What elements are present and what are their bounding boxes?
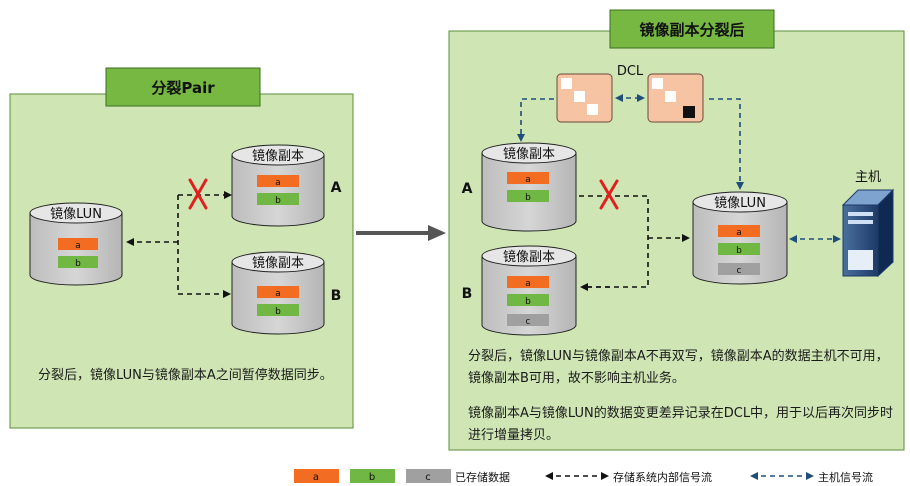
svg-text:b: b: [275, 196, 281, 206]
left-letter-b: B: [331, 288, 342, 304]
left-lun-block-a: [58, 238, 98, 250]
left-letter-a: A: [331, 180, 342, 196]
legend-block-c: [406, 469, 451, 483]
svg-text:c: c: [737, 266, 742, 276]
dcl-label: DCL: [617, 64, 644, 79]
svg-text:b: b: [736, 246, 742, 256]
legend-internal-signal: 存储系统内部信号流: [613, 470, 712, 484]
svg-text:a: a: [525, 175, 531, 185]
right-mirror-lun: 镜像LUN a b c: [692, 191, 788, 285]
left-mirror-lun: 镜像LUN a b: [29, 202, 123, 286]
left-mirror-copy-b: 镜像副本 a b: [231, 251, 325, 335]
svg-text:a: a: [525, 279, 531, 289]
right-copy-b-label: 镜像副本: [503, 250, 555, 265]
left-copy-b-block-a: [257, 286, 299, 298]
right-lun-label: 镜像LUN: [714, 196, 766, 211]
left-copy-a-block-b: [257, 193, 299, 205]
svg-text:c: c: [526, 317, 531, 327]
right-copy-a-block-b: [507, 190, 549, 202]
left-mirror-copy-a: 镜像副本 a b: [231, 144, 325, 227]
right-mirror-copy-b: 镜像副本 a b c: [481, 245, 577, 336]
right-split-cross-icon: [599, 179, 619, 210]
dcl-box-1: [556, 73, 613, 123]
svg-text:b: b: [369, 472, 375, 483]
right-lun-block-c: [718, 263, 760, 275]
right-lun-block-b: [718, 243, 760, 255]
right-copy-b-block-c: [507, 314, 549, 326]
svg-text:a: a: [313, 472, 319, 483]
svg-text:b: b: [525, 193, 531, 203]
svg-text:a: a: [736, 228, 742, 238]
host-signal-arrows: [517, 94, 841, 243]
right-copy-b-block-b: [507, 294, 549, 306]
right-panel-description-2: 镜像副本A与镜像LUN的数据变更差异记录在DCL中，用于以后再次同步时进行增量拷…: [468, 406, 894, 443]
legend-host-signal: 主机信号流: [818, 470, 873, 484]
right-mirror-copy-a: 镜像副本 a b: [481, 142, 577, 232]
svg-text:c: c: [425, 472, 431, 483]
left-lun-block-b: [58, 256, 98, 268]
left-copy-b-block-b: [257, 304, 299, 316]
svg-text:a: a: [275, 178, 281, 188]
legend: a b c 已存储数据 存储系统内部信号流 主机信号流: [294, 469, 873, 484]
right-letter-a: A: [462, 181, 473, 197]
legend-stored-data: 已存储数据: [455, 470, 510, 484]
left-lun-label: 镜像LUN: [50, 207, 102, 222]
left-panel-title-box: [105, 67, 261, 107]
right-panel-title-box: [609, 9, 775, 49]
left-copy-a-label: 镜像副本: [252, 149, 304, 164]
left-split-cross-icon: [188, 178, 208, 210]
left-panel-title: 分裂Pair: [151, 79, 215, 97]
svg-text:a: a: [75, 241, 81, 251]
right-letter-b: B: [462, 286, 473, 302]
right-copy-b-block-a: [507, 276, 549, 288]
host-label: 主机: [855, 170, 881, 185]
svg-text:b: b: [275, 307, 281, 317]
right-internal-signal-arrows: [579, 195, 690, 291]
host-server-icon: [841, 188, 895, 278]
transition-arrow: [356, 225, 446, 241]
legend-block-a: [294, 469, 339, 483]
right-lun-block-a: [718, 225, 760, 237]
right-panel: 镜像副本分裂后 DCL 镜像副本 a b A: [448, 9, 905, 451]
left-copy-b-label: 镜像副本: [252, 256, 304, 271]
svg-text:b: b: [525, 297, 531, 307]
svg-text:b: b: [75, 259, 81, 269]
left-internal-signal-arrows: [126, 191, 232, 298]
right-copy-a-label: 镜像副本: [503, 147, 555, 162]
legend-block-b: [350, 469, 395, 483]
left-panel-description: 分裂后，镜像LUN与镜像副本A之间暂停数据同步。: [38, 368, 333, 383]
right-panel-description-1: 分裂后，镜像LUN与镜像副本A不再双写，镜像副本A的数据主机不可用，镜像副本B可…: [468, 349, 889, 386]
right-panel-title: 镜像副本分裂后: [639, 21, 744, 39]
dcl-box-2: [647, 73, 704, 123]
svg-text:a: a: [275, 289, 281, 299]
left-copy-a-block-a: [257, 175, 299, 187]
left-panel: 分裂Pair 镜像LUN a b 镜像副本 a b A 镜像副本: [9, 67, 354, 429]
right-copy-a-block-a: [507, 172, 549, 184]
